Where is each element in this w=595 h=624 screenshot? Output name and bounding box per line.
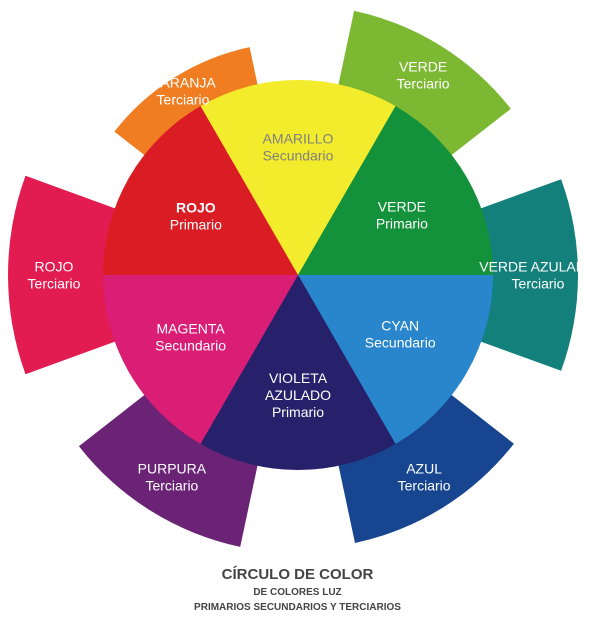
inner-segment-violeta-azulado (200, 275, 396, 471)
inner-segment-amarillo (200, 79, 396, 275)
caption-subtitle-line1: DE COLORES LUZ (253, 587, 342, 598)
inner-segment-verde (298, 106, 493, 275)
inner-segment-cyan (298, 275, 494, 444)
caption-title: CÍRCULO DE COLOR (221, 566, 374, 583)
caption-subtitle-line2: PRIMARIOS SECUNDARIOS Y TERCIARIOS (194, 602, 401, 613)
inner-segment-rojo (103, 106, 298, 275)
inner-segment-magenta (102, 275, 298, 444)
